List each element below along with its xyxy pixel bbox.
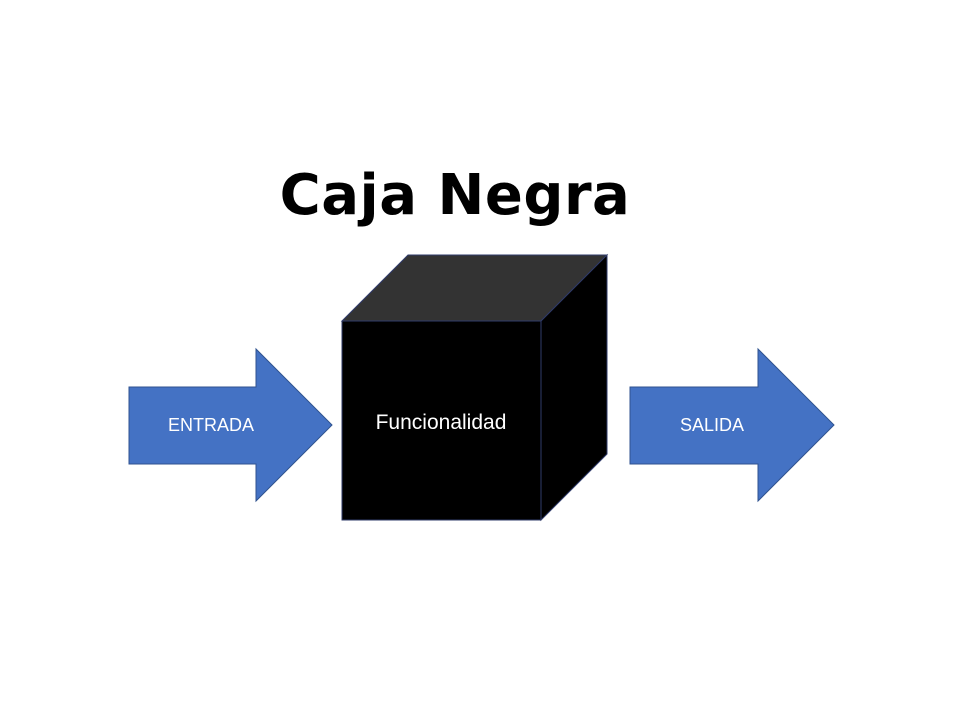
input-arrow: ENTRADA: [128, 347, 333, 503]
output-arrow-shape: [629, 347, 835, 503]
output-arrow-label: SALIDA: [680, 415, 744, 435]
black-box-cube: Funcionalidad: [340, 253, 609, 522]
cube-front-face: [341, 320, 542, 521]
input-arrow-shape: [128, 347, 333, 503]
output-arrow: SALIDA: [629, 347, 835, 503]
diagram-title: Caja Negra: [279, 163, 631, 228]
input-arrow-label: ENTRADA: [168, 415, 254, 435]
black-box-label: Funcionalidad: [376, 411, 507, 434]
